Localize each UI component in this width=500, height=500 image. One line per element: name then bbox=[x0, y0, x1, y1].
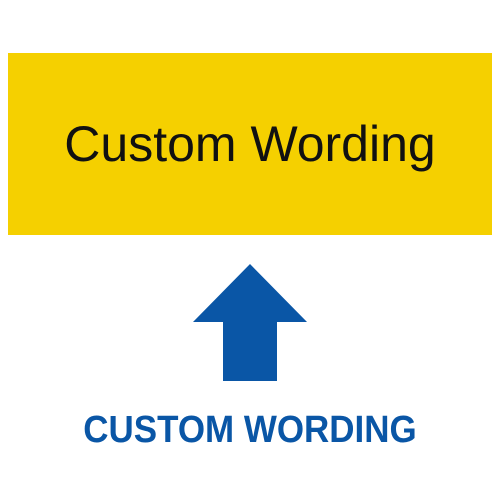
up-arrow-svg bbox=[193, 264, 307, 381]
up-arrow-shape bbox=[193, 264, 307, 381]
caption-text: CUSTOM WORDING bbox=[83, 408, 417, 451]
yellow-sign-panel: Custom Wording bbox=[8, 53, 492, 235]
up-arrow-icon bbox=[193, 264, 307, 381]
sign-text: Custom Wording bbox=[64, 116, 436, 172]
